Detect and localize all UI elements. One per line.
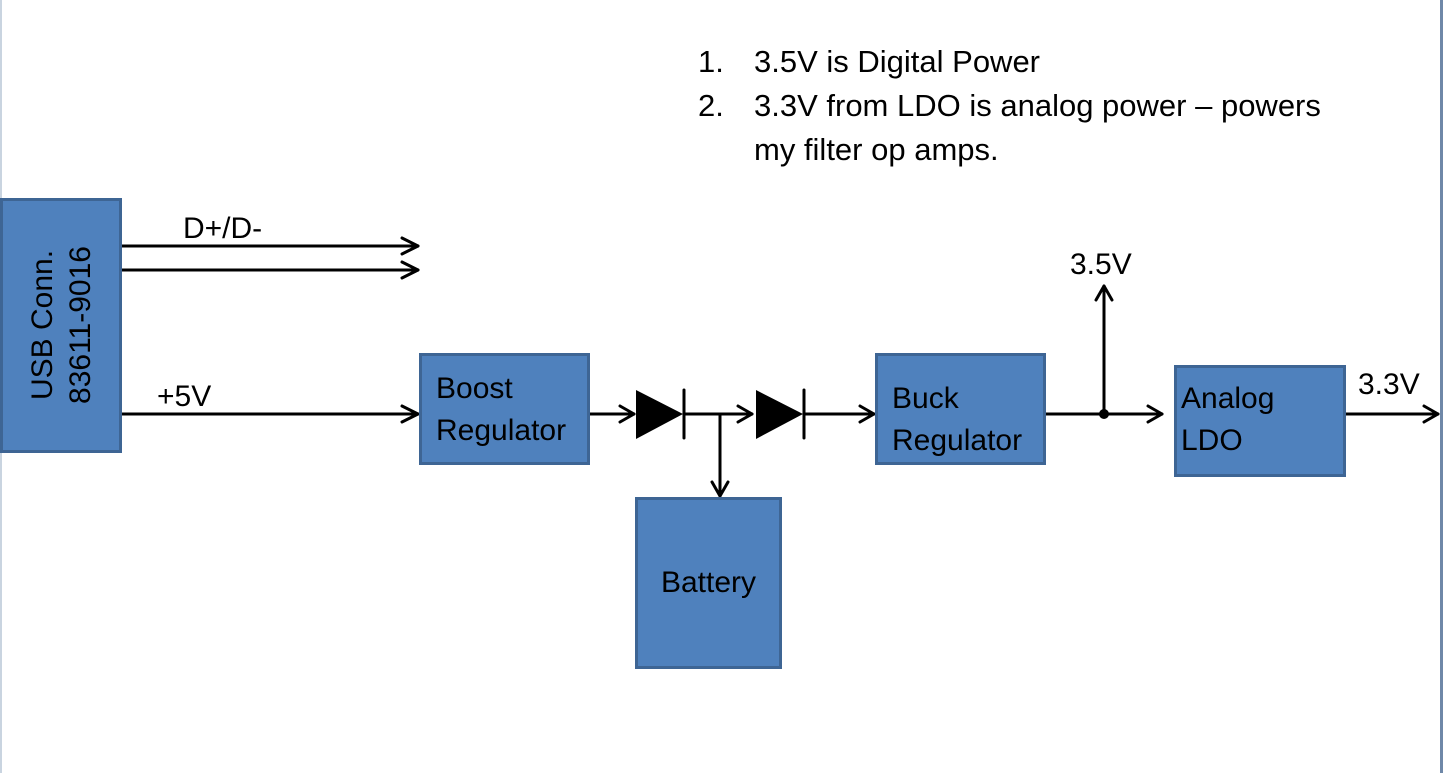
arrowhead-icon (710, 480, 730, 498)
note-item: 1. 3.5V is Digital Power (698, 40, 1378, 84)
usb-connector-label: USB Conn. 83611-9016 (6, 203, 118, 447)
analog-ldo-block: Analog LDO (1174, 365, 1346, 477)
note-number: 2. (698, 88, 724, 123)
boost-label-line2: Regulator (436, 414, 567, 447)
usb-connector-part: 83611-9016 (64, 246, 97, 404)
diode-icon (756, 390, 803, 439)
digital-rail-label: 3.5V (1070, 248, 1132, 281)
note-item: 2. 3.3V from LDO is analog power – power… (698, 84, 1378, 172)
arrowhead-icon (618, 404, 636, 424)
battery-block: Battery (635, 497, 782, 669)
data-signal-label: D+/D- (183, 212, 263, 245)
ldo-label-line2: LDO (1181, 424, 1243, 457)
buck-label-line1: Buck (892, 382, 959, 415)
arrowhead-icon (858, 404, 876, 424)
arrowhead-icon (1146, 404, 1164, 424)
analog-rail-label: 3.3V (1358, 368, 1420, 401)
diode-icon (636, 390, 683, 439)
battery-label: Battery (660, 566, 757, 599)
arrowhead-icon (1422, 404, 1440, 424)
vbus-signal-label: +5V (157, 380, 212, 413)
note-text: 3.5V is Digital Power (754, 44, 1041, 79)
arrowhead-icon (736, 404, 754, 424)
note-text: 3.3V from LDO is analog power – powers m… (754, 88, 1321, 167)
junction-dot-icon (1099, 409, 1109, 419)
arrowhead-icon (400, 404, 420, 424)
ldo-label-line1: Analog (1181, 382, 1275, 415)
usb-connector-block (0, 198, 122, 453)
arrowhead-icon (1094, 284, 1114, 302)
arrowhead-icon (400, 236, 420, 256)
buck-label-line2: Regulator (892, 424, 1023, 457)
usb-connector-name: USB Conn. (26, 249, 59, 401)
note-number: 1. (698, 44, 724, 79)
boost-regulator-block: Boost Regulator (419, 353, 590, 465)
boost-label-line1: Boost (436, 372, 513, 405)
notes-list: 1. 3.5V is Digital Power 2. 3.3V from LD… (698, 40, 1378, 172)
arrowhead-icon (400, 260, 420, 280)
slide-right-border (1440, 0, 1443, 773)
buck-regulator-block: Buck Regulator (875, 353, 1046, 465)
